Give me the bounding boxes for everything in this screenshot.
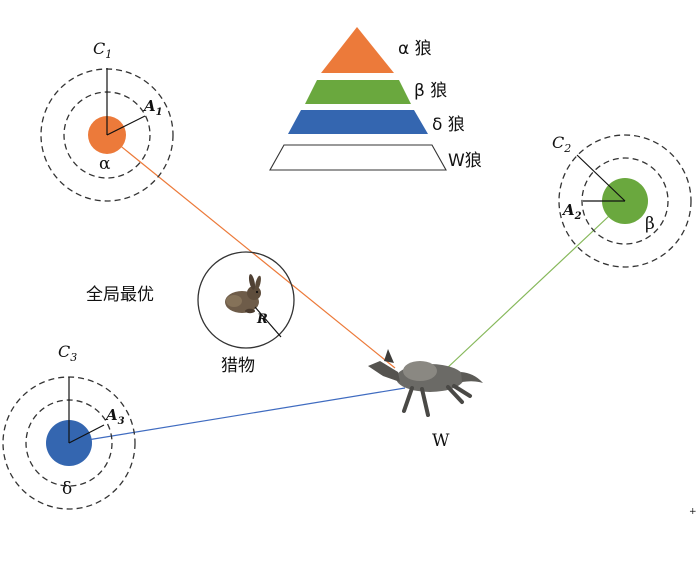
pyramid-beta-label: β 狼	[414, 81, 447, 101]
beta-outer-ring	[558, 134, 692, 268]
alpha-wolf-group: C1 A1 α	[40, 39, 174, 202]
pyramid-alpha-tier	[321, 27, 394, 73]
grey-wolf-icon	[368, 349, 483, 417]
edge-mark: +	[689, 507, 697, 517]
delta-greek-label: δ	[62, 479, 72, 499]
prey-boundary	[197, 251, 295, 349]
beta-greek-label: β	[645, 214, 655, 234]
delta-wolf-group: C3 A3 δ	[2, 342, 136, 510]
prey-group: R 全局最优 猎物	[86, 251, 295, 376]
alpha-c-label: C1	[93, 39, 112, 61]
delta-c-label: C3	[58, 342, 77, 364]
prey-radius-label: R	[256, 312, 268, 327]
pyramid-delta-tier	[288, 110, 428, 134]
line-delta-to-w	[68, 387, 406, 444]
delta-a-label: A3	[104, 406, 125, 427]
line-beta-to-w	[444, 200, 626, 371]
pyramid-omega-tier	[269, 144, 447, 171]
global-best-label: 全局最优	[86, 285, 154, 305]
beta-c-label: C2	[552, 133, 571, 155]
alpha-a-label: A1	[142, 97, 163, 118]
pyramid-omega-label: W狼	[448, 151, 482, 171]
hierarchy-pyramid: α 狼 β 狼 δ 狼 W狼	[269, 27, 482, 171]
agent-w-label: W	[432, 431, 450, 451]
alpha-a-radius	[106, 115, 146, 136]
beta-c-radius	[576, 154, 626, 202]
delta-a-radius	[68, 424, 105, 444]
rabbit-icon	[225, 274, 261, 314]
alpha-greek-label: α	[99, 154, 111, 174]
beta-wolf-group: C2 A2 β	[552, 133, 692, 268]
prey-label: 猎物	[221, 356, 255, 376]
pyramid-beta-tier	[305, 80, 411, 104]
line-alpha-to-w	[106, 134, 396, 369]
beta-inner-ring	[581, 157, 669, 245]
beta-a-label: A2	[561, 201, 582, 222]
prey-radius-line	[254, 306, 282, 338]
pyramid-delta-label: δ 狼	[432, 115, 465, 135]
pyramid-alpha-label: α 狼	[398, 39, 432, 59]
